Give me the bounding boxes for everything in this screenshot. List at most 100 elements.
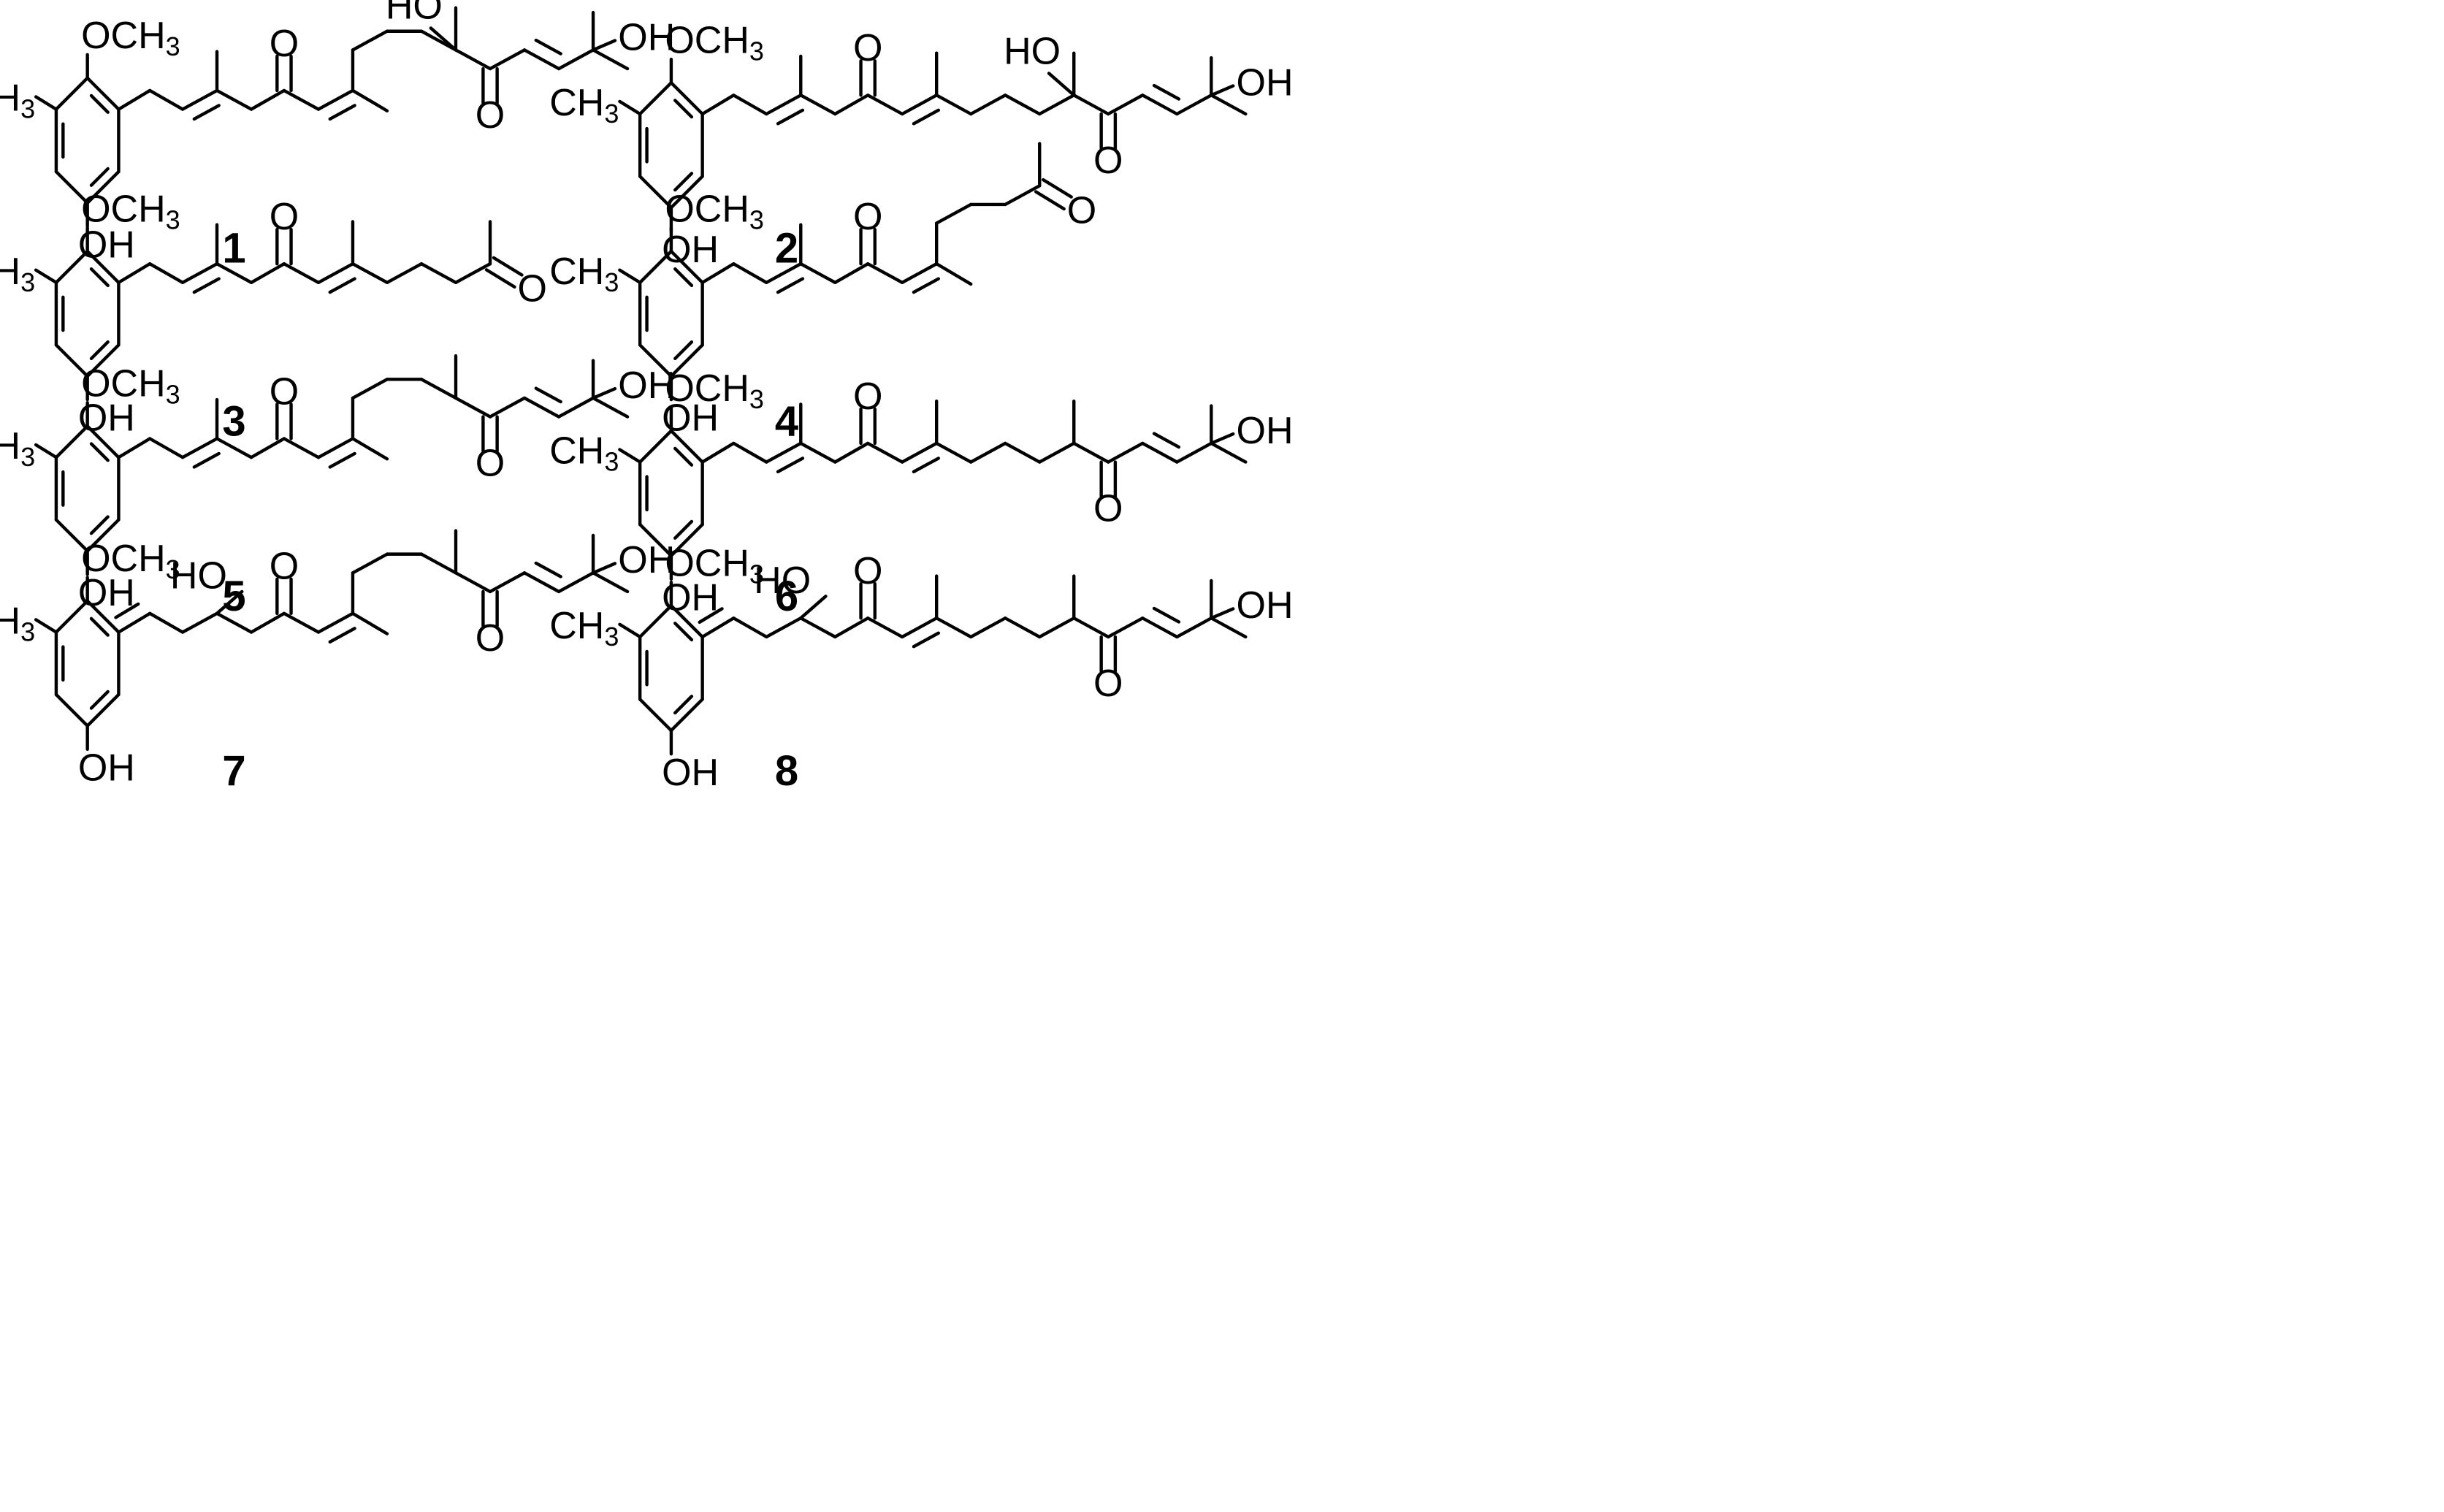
double-bond — [912, 457, 941, 474]
single-bond — [934, 441, 973, 464]
single-bond — [638, 249, 673, 284]
double-bond — [698, 607, 724, 625]
carbonyl-bond — [1042, 177, 1073, 199]
single-bond — [85, 249, 121, 284]
single-bond — [34, 95, 58, 111]
double-bond — [776, 457, 805, 474]
single-bond — [54, 518, 89, 553]
double-bond — [316, 437, 355, 459]
double-bond — [192, 277, 221, 294]
methoxy-group: OCH3 — [81, 363, 180, 410]
single-bond — [282, 611, 321, 634]
phenol-hydroxyl: OH — [78, 747, 135, 789]
single-bond — [732, 93, 768, 116]
double-bond — [180, 88, 219, 111]
single-bond — [1038, 441, 1076, 464]
single-bond — [249, 261, 286, 284]
single-bond — [934, 261, 973, 286]
single-bond — [969, 616, 1007, 639]
double-bond — [765, 93, 803, 116]
aromatic-bond — [89, 616, 110, 637]
single-bond — [351, 378, 389, 400]
single-bond — [1210, 84, 1235, 97]
double-bond — [900, 616, 939, 639]
double-bond — [316, 611, 355, 634]
single-bond — [34, 443, 58, 459]
single-bond — [934, 616, 973, 639]
single-bond — [54, 249, 89, 284]
single-bond — [54, 599, 89, 634]
compound-number: 7 — [222, 747, 245, 795]
single-bond — [85, 169, 121, 205]
single-bond — [180, 611, 219, 634]
single-bond — [454, 396, 492, 419]
ketone-oxygen: O — [853, 27, 882, 69]
single-bond — [934, 93, 973, 116]
tertiary-hydroxyl: HO — [170, 555, 227, 597]
double-bond — [912, 631, 941, 649]
single-bond — [1004, 184, 1042, 207]
single-bond — [1175, 93, 1213, 116]
single-bond — [669, 603, 704, 639]
single-bond — [215, 589, 244, 616]
double-bond — [522, 571, 561, 594]
single-bond — [669, 249, 704, 284]
aromatic-bond — [673, 622, 694, 642]
ketone-oxygen: O — [853, 196, 882, 238]
double-bond — [192, 451, 221, 469]
single-bond — [385, 261, 424, 284]
single-bond — [638, 175, 673, 210]
methoxy-group: OCH3 — [665, 367, 764, 414]
methoxy-group: OCH3 — [665, 542, 764, 589]
single-bond — [454, 571, 492, 594]
ketone-oxygen: O — [1093, 140, 1123, 182]
single-bond — [54, 169, 89, 205]
single-bond — [85, 424, 121, 459]
single-bond — [1047, 72, 1076, 97]
methoxy-group: OCH3 — [81, 538, 180, 584]
double-bond — [700, 616, 736, 639]
carbonyl-bond — [492, 256, 524, 277]
ketone-oxygen: O — [1093, 488, 1123, 530]
double-bond — [180, 437, 219, 459]
single-bond — [148, 261, 185, 284]
double-bond — [1141, 616, 1179, 639]
single-bond — [488, 396, 527, 419]
ketone-oxygen: O — [270, 23, 299, 65]
single-bond — [85, 343, 121, 378]
single-bond — [54, 692, 89, 728]
single-bond — [148, 88, 185, 111]
single-bond — [669, 429, 704, 464]
single-bond — [1210, 441, 1248, 464]
single-bond — [669, 522, 704, 557]
methyl-group: CH3 — [0, 425, 35, 472]
single-bond — [249, 611, 286, 634]
ketone-oxygen: O — [1067, 189, 1096, 232]
terminal-hydroxyl: OH — [1237, 61, 1294, 104]
methyl-group: CH3 — [0, 77, 35, 124]
single-bond — [866, 616, 904, 639]
ketone-oxygen: O — [270, 196, 299, 238]
compound-number: 8 — [775, 747, 798, 795]
single-bond — [669, 81, 704, 116]
methoxy-group: OCH3 — [81, 15, 180, 61]
methyl-group: CH3 — [549, 82, 619, 129]
ketone-oxygen: O — [1093, 663, 1123, 705]
single-bond — [732, 261, 768, 284]
aromatic-bond — [673, 99, 694, 119]
double-bond — [912, 108, 941, 126]
compound-3: OCH3CH3OHOO3 — [0, 188, 547, 445]
single-bond — [638, 343, 673, 378]
single-bond — [488, 48, 527, 71]
carbonyl-bond — [484, 268, 516, 289]
double-bond — [1152, 606, 1181, 624]
methyl-group: CH3 — [0, 251, 35, 297]
ketone-oxygen: O — [517, 267, 546, 310]
single-bond — [148, 437, 185, 459]
terminal-hydroxyl: OH — [618, 16, 675, 58]
single-bond — [1072, 93, 1110, 116]
single-bond — [1107, 616, 1145, 639]
single-bond — [249, 437, 286, 459]
single-bond — [85, 599, 121, 634]
single-bond — [1210, 93, 1248, 116]
